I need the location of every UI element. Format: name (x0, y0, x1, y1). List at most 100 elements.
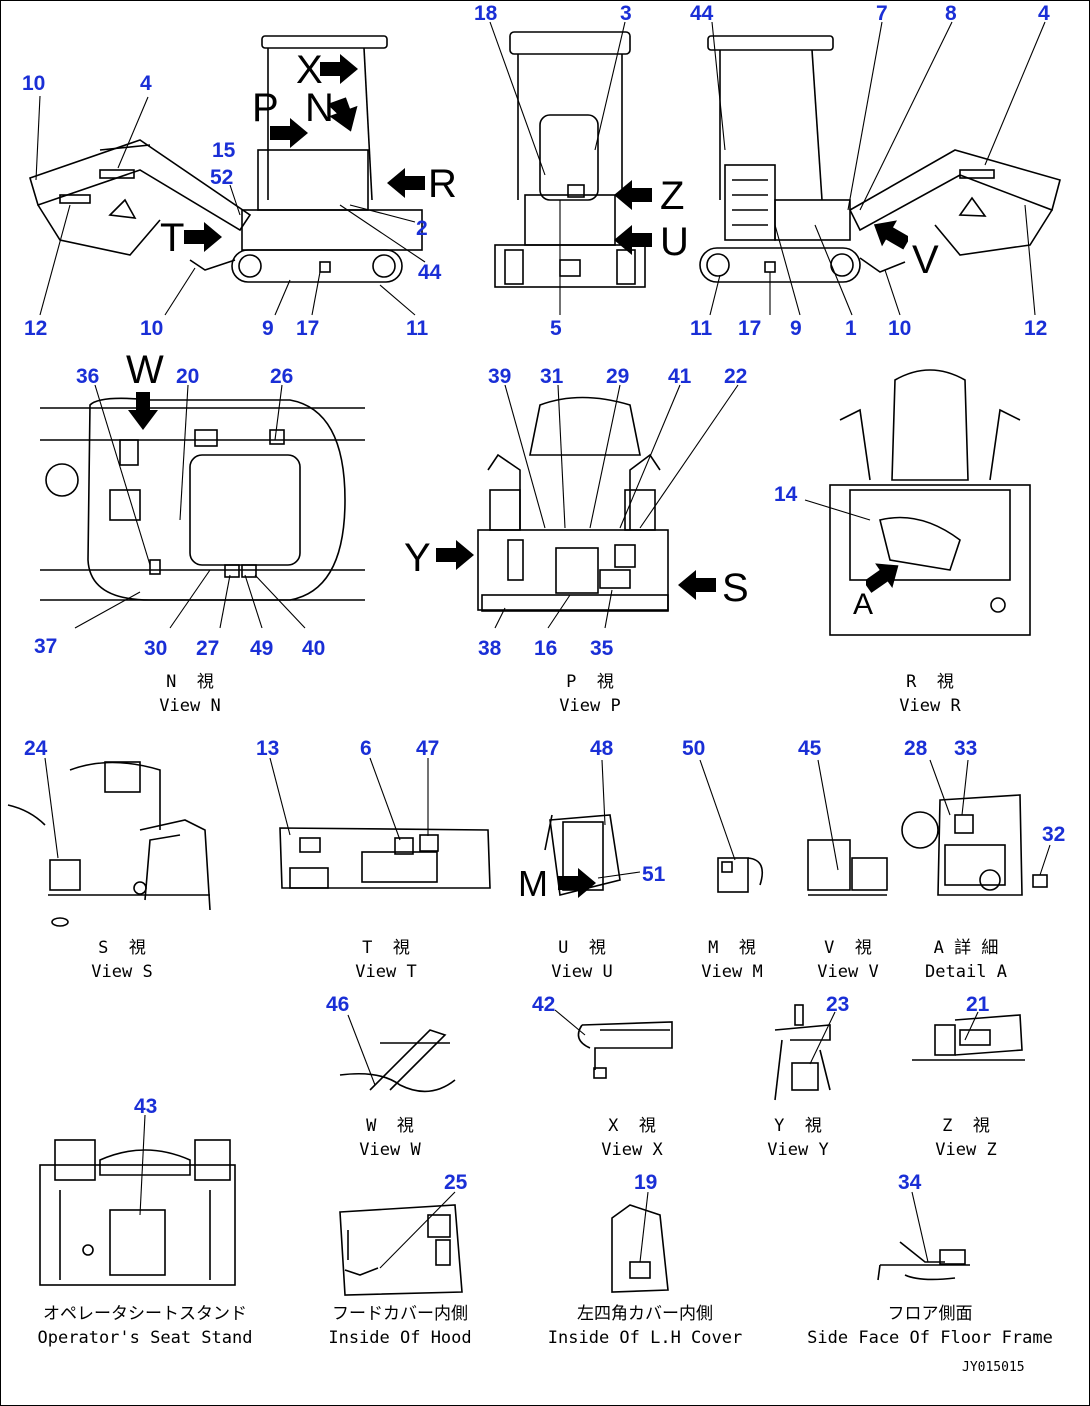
view-y-drawing (774, 1004, 831, 1101)
callout-number: 9 (790, 317, 802, 340)
letter-m: M (518, 863, 548, 904)
view-r-drawing (829, 369, 1031, 636)
callout-number: 3 (620, 2, 632, 25)
callout-number: 11 (406, 317, 429, 340)
callout-number: 46 (326, 993, 350, 1016)
lh-cover-drawing (611, 1204, 669, 1293)
arrow-r-icon (387, 168, 425, 198)
callout-number: 11 (690, 317, 713, 340)
letter-y: Y (404, 536, 431, 580)
callout-number: 17 (738, 317, 762, 340)
letter-w: W (126, 348, 164, 392)
callout-number: 36 (76, 365, 100, 388)
view-z-drawing (912, 1014, 1025, 1061)
letter-r: R (428, 162, 457, 206)
excavator-front-view (494, 31, 646, 288)
callout-number: 44 (690, 2, 714, 25)
callout-number: 12 (24, 317, 48, 340)
callout-number: 32 (1042, 823, 1066, 846)
callout-number: 52 (210, 166, 234, 189)
letter-a: A (853, 588, 874, 621)
callout-number: 2 (416, 217, 428, 240)
letter-v: V (912, 238, 939, 282)
callout-number: 16 (534, 637, 558, 660)
view-t-drawing (279, 827, 491, 889)
callout-number: 47 (416, 737, 440, 760)
callout-number: 13 (256, 737, 280, 760)
callout-number: 25 (444, 1171, 468, 1194)
callout-number: 14 (774, 483, 798, 506)
letter-s: S (722, 566, 749, 610)
letter-n: N (305, 86, 334, 130)
callout-number: 23 (826, 993, 850, 1016)
view-m-drawing (717, 857, 764, 893)
callout-number: 28 (904, 737, 928, 760)
hood-drawing (339, 1204, 463, 1296)
callout-number: 12 (1024, 317, 1048, 340)
callout-number: 40 (302, 637, 326, 660)
seat-stand-drawing (39, 1139, 236, 1286)
callout-number: 45 (798, 737, 822, 760)
callout-number: 19 (634, 1171, 658, 1194)
arrow-w-icon (128, 392, 158, 430)
callout-number: 17 (296, 317, 320, 340)
callout-number: 29 (606, 365, 630, 388)
callout-number: 30 (144, 637, 168, 660)
callout-number: 50 (682, 737, 706, 760)
arrow-s-icon (678, 570, 716, 600)
callout-number: 44 (418, 261, 442, 284)
letter-t: T (160, 216, 185, 260)
callout-number: 7 (876, 2, 888, 25)
letter-z: Z (660, 174, 685, 218)
callout-number: 48 (590, 737, 614, 760)
callout-number: 10 (22, 72, 46, 95)
callout-number: 20 (176, 365, 200, 388)
callout-number: 9 (262, 317, 274, 340)
view-x-drawing (577, 1021, 673, 1079)
arrow-y-icon (436, 540, 474, 570)
callout-number: 4 (1038, 2, 1050, 25)
callout-number: 15 (212, 139, 236, 162)
callout-number: 51 (642, 863, 666, 886)
callout-number: 24 (24, 737, 48, 760)
callout-number: 27 (196, 637, 220, 660)
callout-number: 35 (590, 637, 614, 660)
letter-u: U (660, 220, 689, 264)
view-p-drawing (477, 396, 669, 612)
callout-number: 37 (34, 635, 58, 658)
leader-lines (35, 21, 1051, 1269)
callout-number: 10 (140, 317, 164, 340)
callout-number: 33 (954, 737, 978, 760)
letter-p: P (252, 86, 279, 130)
excavator-right-side-view (699, 35, 1061, 283)
floor-frame-drawing (877, 1241, 970, 1281)
letter-x: X (296, 48, 323, 92)
arrow-a-icon (866, 563, 899, 593)
callout-number: 39 (488, 365, 512, 388)
drawing-code: JY015015 (962, 1360, 1025, 1375)
arrow-p-icon (270, 118, 308, 148)
callout-number: 21 (966, 993, 990, 1016)
callout-number: 22 (724, 365, 748, 388)
arrow-u-icon (614, 225, 652, 255)
view-w-drawing (339, 1029, 456, 1093)
excavator-left-side-view (29, 35, 423, 283)
callout-number: 18 (474, 2, 498, 25)
callout-number: 43 (134, 1095, 158, 1118)
arrow-n-icon (330, 97, 358, 132)
